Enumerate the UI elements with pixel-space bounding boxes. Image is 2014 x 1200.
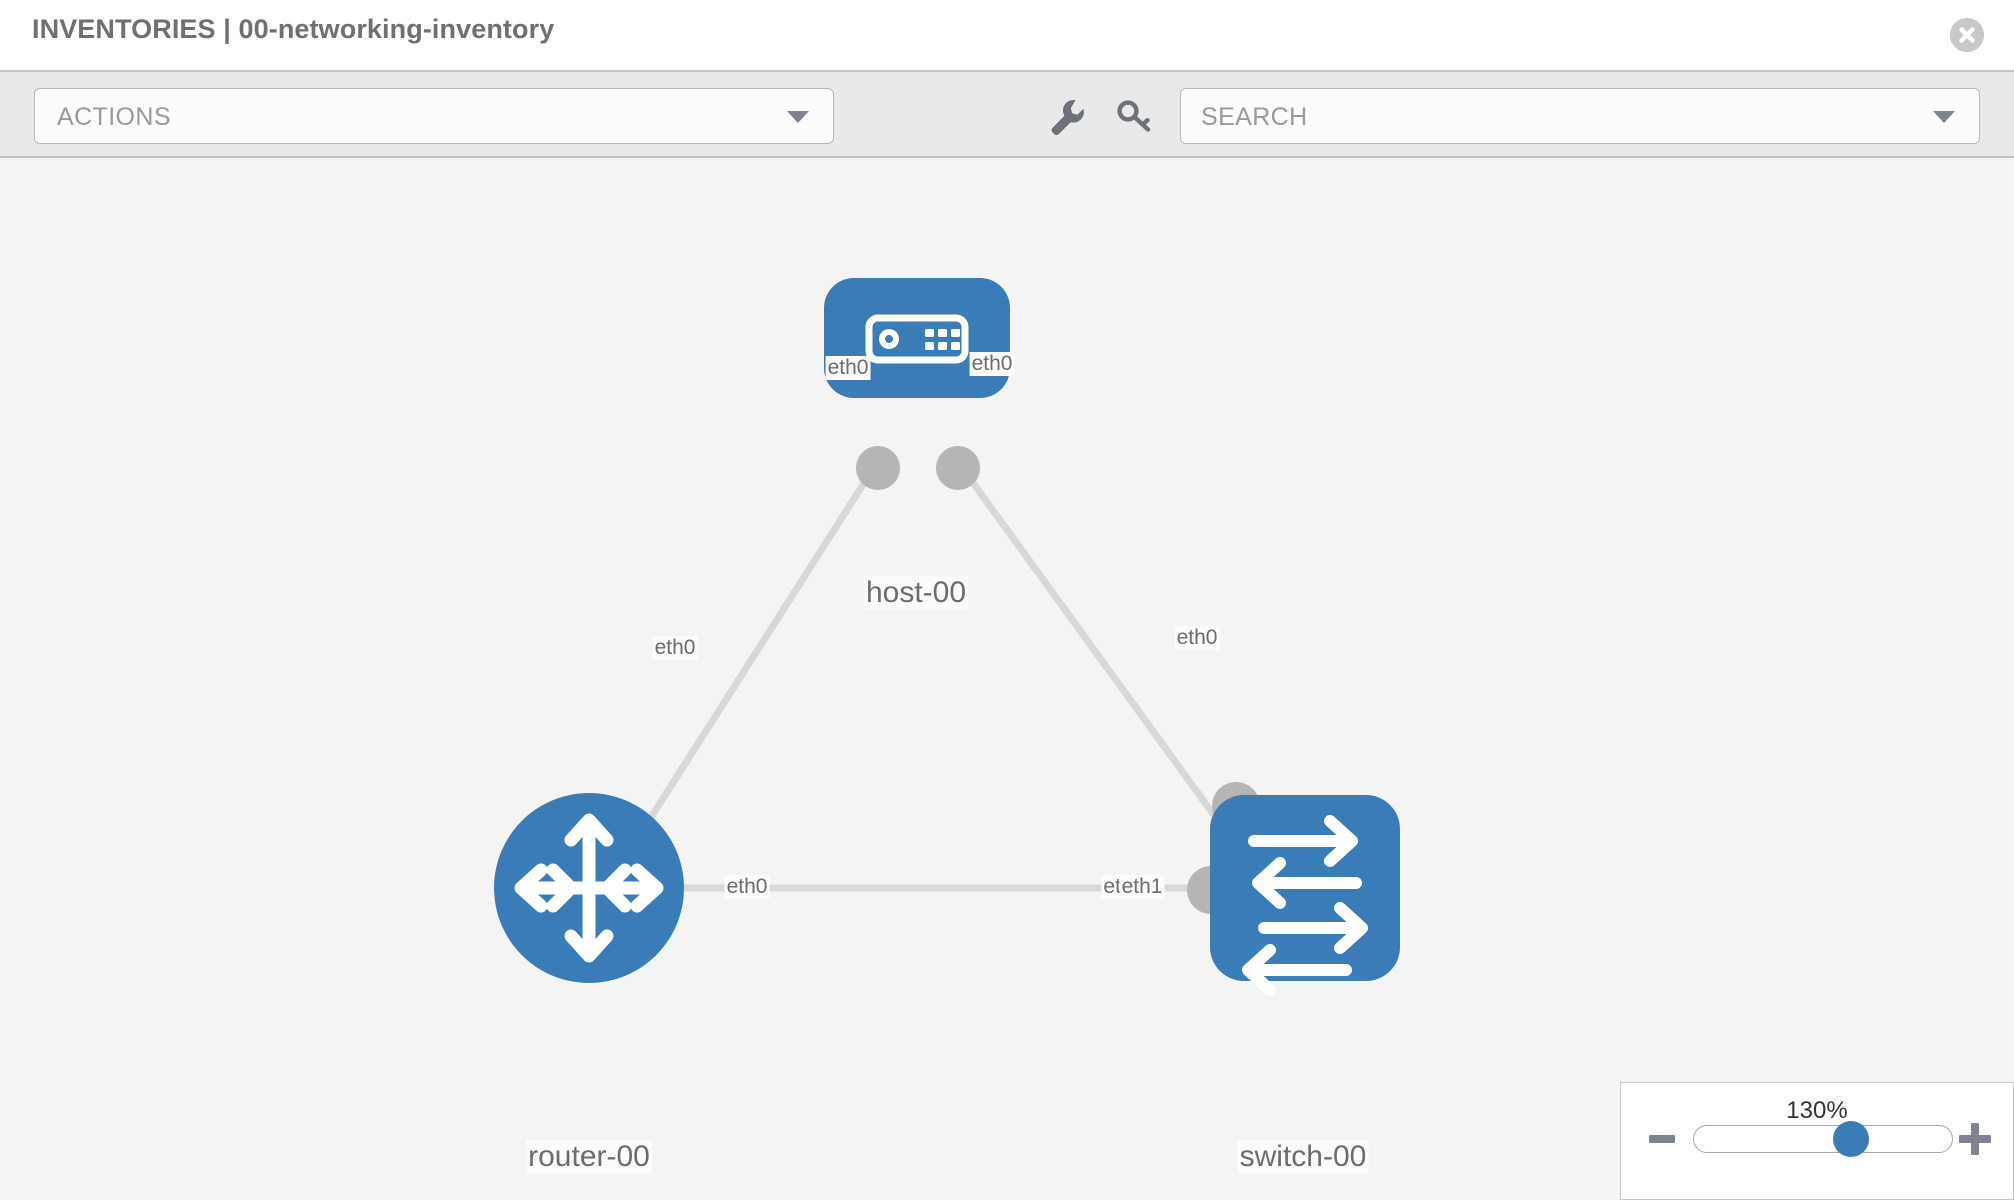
endpoint-dot (936, 446, 980, 490)
plus-icon[interactable] (1959, 1123, 1991, 1155)
edge-label: eth0 (825, 356, 871, 380)
swap-arrows-icon (1242, 815, 1368, 996)
node-host-00[interactable] (824, 278, 1010, 398)
edge-label: eth0 (1174, 626, 1220, 650)
node-label-switch-00: switch-00 (1237, 1140, 1369, 1174)
chevron-down-icon (787, 111, 809, 123)
zoom-slider-thumb[interactable] (1833, 1121, 1870, 1157)
zoom-control-panel: 130% (1620, 1082, 2014, 1200)
node-router-00[interactable] (494, 793, 684, 983)
node-switch-00[interactable] (1210, 795, 1400, 996)
node-label-host-00: host-00 (863, 576, 969, 610)
minus-icon[interactable] (1649, 1135, 1675, 1143)
node-label-router-00: router-00 (526, 1140, 652, 1174)
page-header: INVENTORIES | 00-networking-inventory (0, 0, 2014, 70)
close-icon[interactable] (1950, 18, 1984, 52)
zoom-level-value: 130% (1786, 1097, 1848, 1124)
edge-label: eth1 (1119, 875, 1165, 899)
search-input[interactable]: SEARCH (1180, 88, 1980, 144)
topology-endpoints (622, 446, 1264, 914)
edge-label: eth0 (969, 352, 1015, 376)
key-icon-glyph (1117, 100, 1151, 132)
actions-dropdown[interactable]: ACTIONS (34, 88, 834, 144)
toolbar: ACTIONS SEARCH (0, 70, 2014, 158)
zoom-slider[interactable] (1693, 1121, 1953, 1157)
link-host00-switch00 (952, 455, 1248, 861)
wrench-icon[interactable] (1045, 94, 1089, 138)
chevron-down-icon[interactable] (1933, 111, 1955, 123)
search-placeholder: SEARCH (1201, 103, 1308, 131)
edge-label: eth0 (724, 875, 770, 899)
link-host00-router00 (622, 456, 883, 860)
topology-canvas[interactable]: eth0 eth0 eth0 eth0 eth0 eth eth1 host-0… (0, 158, 2014, 1200)
actions-dropdown-label: ACTIONS (57, 103, 171, 131)
key-icon[interactable] (1112, 94, 1156, 138)
endpoint-dot (856, 446, 900, 490)
wrench-icon-glyph (1051, 100, 1084, 135)
edge-label: eth0 (652, 636, 698, 660)
close-icon-glyph (1950, 18, 1984, 52)
server-icon (865, 314, 969, 364)
topology-graph (494, 278, 1400, 996)
topology-links (622, 455, 1248, 892)
router-inner-arrowheads (546, 863, 632, 913)
page-title: INVENTORIES | 00-networking-inventory (32, 14, 555, 44)
